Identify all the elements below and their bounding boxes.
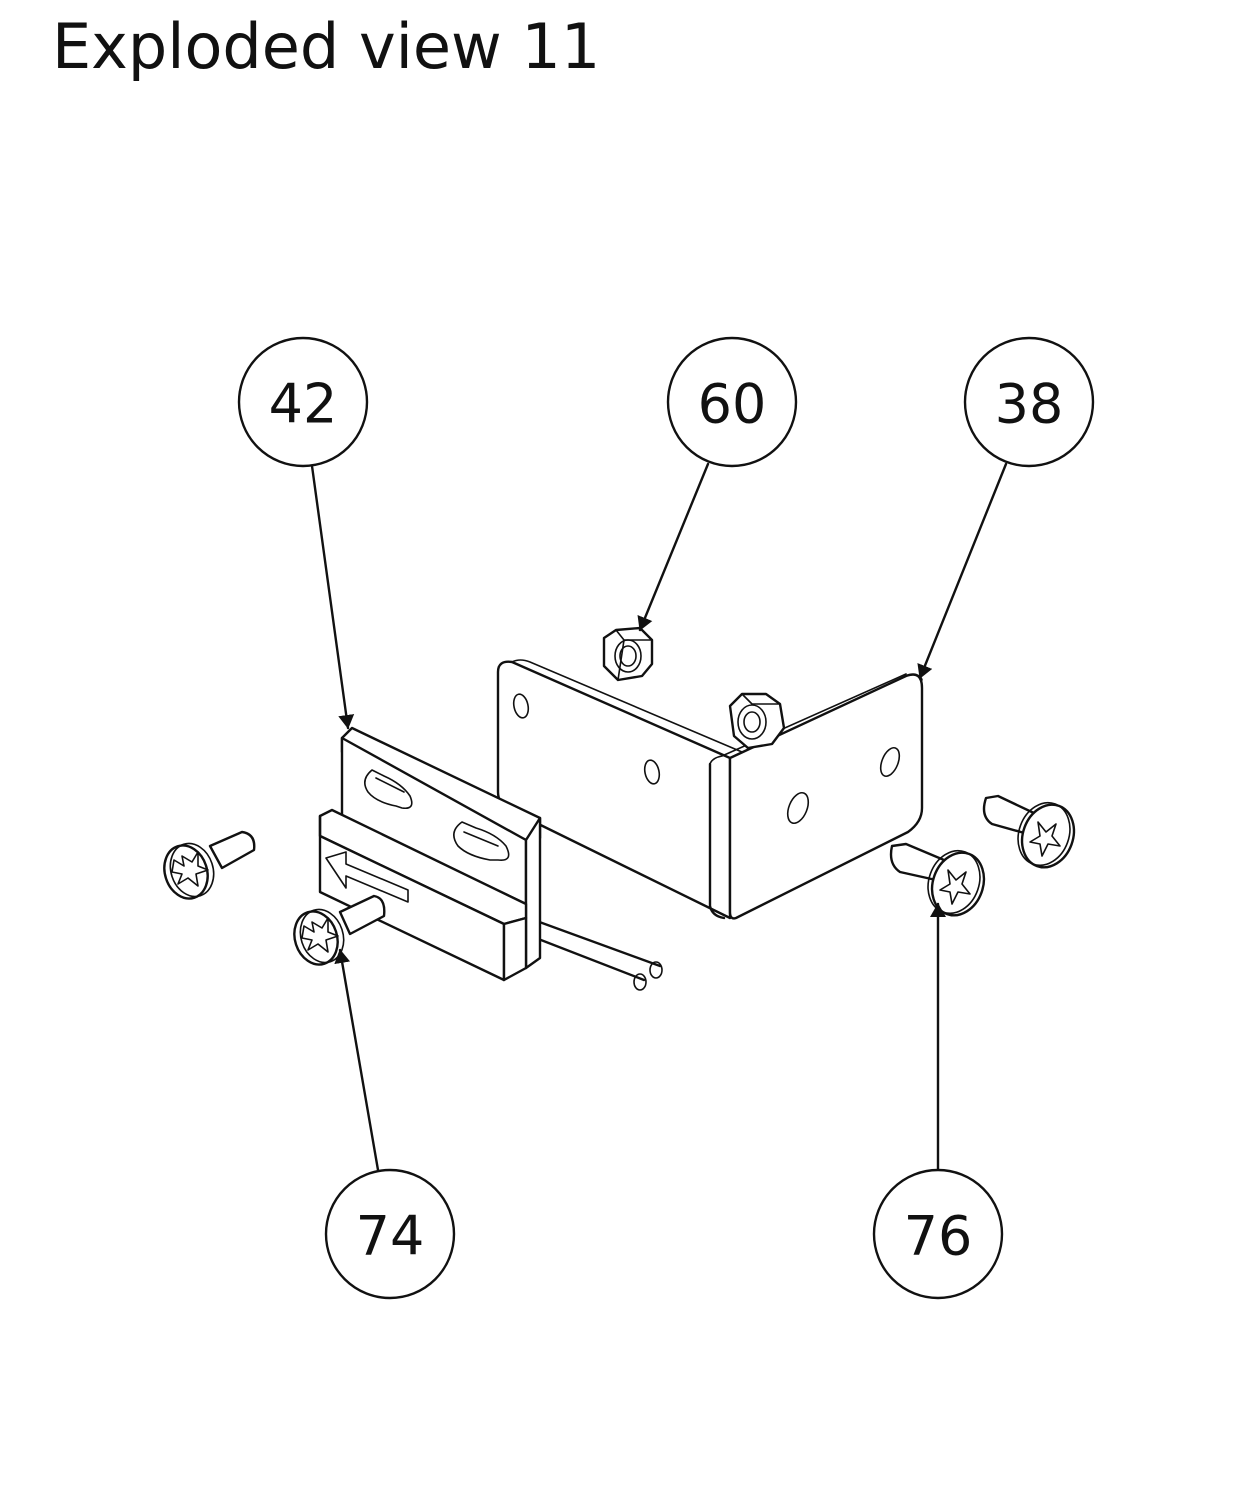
part-60-nut — [602, 626, 654, 682]
part-74-screw-2 — [293, 894, 386, 966]
part-76-screw — [889, 842, 986, 917]
leader-lines — [310, 462, 1008, 1172]
balloon-74-label: 74 — [356, 1205, 425, 1268]
balloon-38: 38 — [963, 336, 1095, 468]
part-60-nut-2 — [728, 692, 786, 750]
balloon-76-label: 76 — [904, 1205, 973, 1268]
leader-42 — [310, 464, 355, 730]
part-42-switch-block — [318, 726, 663, 991]
balloon-38-label: 38 — [995, 373, 1064, 436]
balloon-74: 74 — [324, 1168, 456, 1300]
page-title: Exploded view 11 — [52, 10, 601, 83]
leader-38 — [917, 462, 1008, 680]
balloon-76: 76 — [872, 1168, 1004, 1300]
leader-74 — [334, 948, 380, 1172]
balloon-60: 60 — [666, 336, 798, 468]
balloon-60-label: 60 — [698, 373, 767, 436]
part-76-screw-2 — [982, 794, 1076, 869]
part-74-screw — [163, 830, 256, 900]
leader-60 — [637, 462, 710, 632]
balloon-42: 42 — [237, 336, 369, 468]
part-38-bracket — [496, 659, 924, 920]
balloon-42-label: 42 — [269, 373, 338, 436]
